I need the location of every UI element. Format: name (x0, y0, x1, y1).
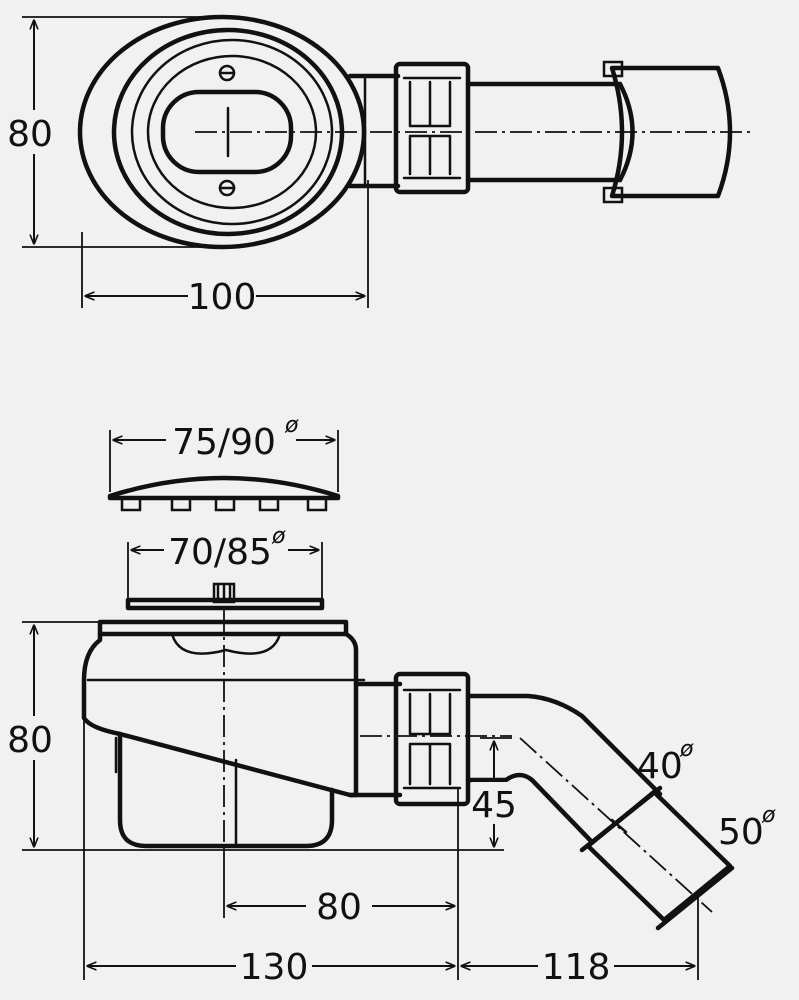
dimension-grate: 70/85 ø (127, 524, 323, 598)
grate (125, 582, 325, 611)
dimension-outlet-height: 45 (471, 737, 517, 847)
dim-label-outlet-outer: 50 (718, 812, 764, 853)
dimension-outlet-reach: 118 (461, 896, 699, 988)
dim-label-axis-to-outlet: 80 (316, 887, 362, 928)
union-nut-side (393, 671, 471, 807)
dim-label-base-width: 130 (240, 947, 309, 988)
dim-label-cover: 75/90 (172, 422, 276, 463)
dim-label-outlet-inner: 40 (637, 746, 683, 787)
dimension-top-width: 100 (81, 180, 369, 318)
dim-label-outlet-height: 45 (471, 785, 517, 826)
dim-label-top-width: 100 (188, 277, 257, 318)
cover-plate (107, 475, 341, 512)
dim-symbol-outlet-inner: ø (679, 737, 694, 762)
dimension-axis-to-outlet: 80 (223, 788, 459, 980)
dim-label-top-height: 80 (7, 114, 53, 155)
outlet-diameter-labels: 40 ø 50 ø (637, 737, 776, 853)
dimension-side-height: 80 (4, 621, 100, 847)
dim-symbol-cover: ø (284, 413, 299, 438)
side-view: 75/90 ø 70/85 ø (4, 413, 776, 988)
dim-label-outlet-reach: 118 (542, 947, 611, 988)
dimension-cover: 75/90 ø (109, 413, 339, 492)
dim-label-side-height: 80 (7, 720, 53, 761)
dimension-base-width: 130 (83, 718, 455, 988)
dim-symbol-grate: ø (271, 524, 286, 549)
dim-symbol-outlet-outer: ø (761, 803, 776, 828)
outlet-elbow (360, 693, 735, 931)
dimension-top-height: 80 (4, 16, 222, 248)
outlet-pipe-top (347, 60, 733, 204)
top-view: 80 100 (4, 14, 752, 318)
dim-label-grate: 70/85 (168, 532, 272, 573)
drain-body-side (81, 610, 403, 850)
